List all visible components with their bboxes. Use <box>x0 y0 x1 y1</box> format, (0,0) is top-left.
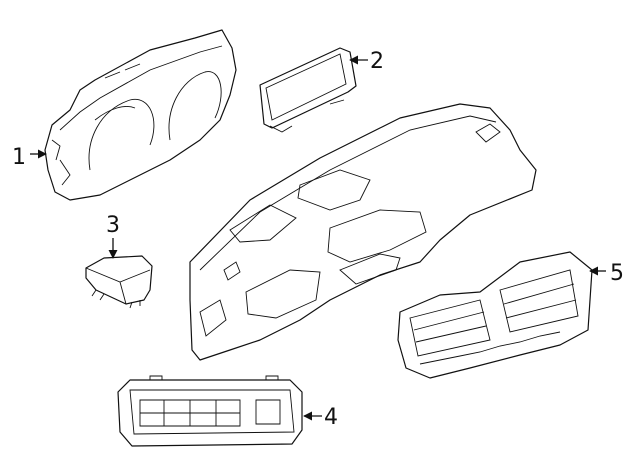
dashboard-panel <box>189 103 537 361</box>
climate-control-panel <box>117 375 303 447</box>
center-vent-panel <box>397 251 593 379</box>
callout-1: 1 <box>12 145 47 170</box>
callout-label: 4 <box>324 405 338 430</box>
control-module <box>85 255 153 309</box>
callout-label: 5 <box>610 261 624 286</box>
display-screen <box>259 47 357 133</box>
instrument-cluster <box>44 29 237 201</box>
callout-label: 1 <box>12 145 26 170</box>
callout-3: 3 <box>106 213 120 259</box>
callout-4: 4 <box>303 405 338 430</box>
callout-2: 2 <box>349 49 384 74</box>
callout-label: 2 <box>370 49 384 74</box>
callout-5: 5 <box>589 261 624 286</box>
callout-label: 3 <box>106 213 120 238</box>
